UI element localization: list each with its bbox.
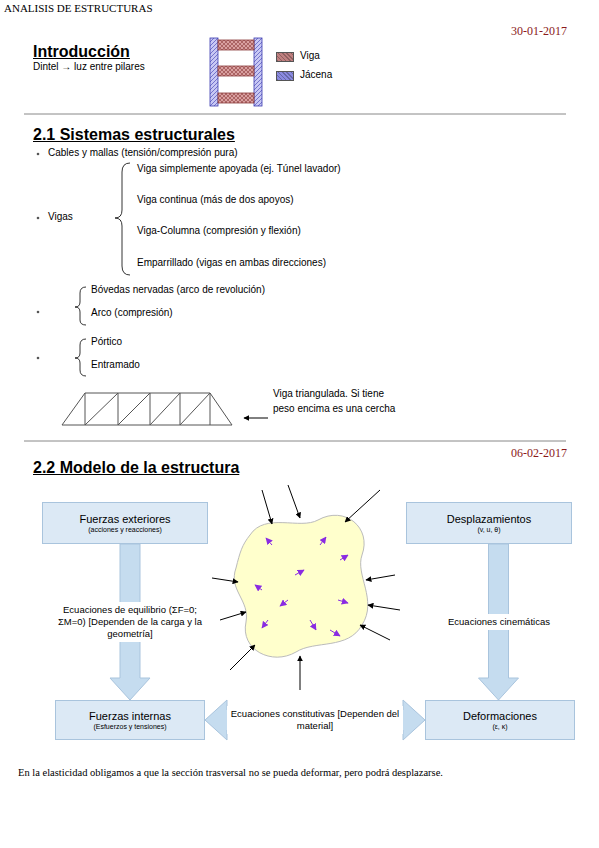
page-header: ANALISIS DE ESTRUCTURAS	[4, 2, 153, 16]
date: 06-02-2017	[511, 446, 567, 461]
bullets	[37, 153, 40, 360]
list-item: Cables y mallas (tensión/compresión pura…	[48, 147, 238, 160]
separator	[24, 441, 566, 442]
list-item: Viga-Columna (compresión y flexión)	[137, 225, 301, 238]
box-title: Fuerzas internas	[64, 710, 196, 722]
legend-text: Jácena	[300, 69, 332, 82]
date: 30-01-2017	[511, 24, 567, 39]
edge-label: Ecuaciones cinemáticas	[445, 614, 553, 630]
frame-illustration	[210, 38, 262, 106]
legend-swatch	[276, 71, 294, 81]
list-item: Viga simplemente apoyada (ej. Túnel lava…	[137, 163, 341, 176]
list-item: Emparrillado (vigas en ambas direcciones…	[137, 257, 326, 270]
section-heading: 2.2 Modelo de la estructura	[33, 458, 239, 478]
truss-drawing	[62, 393, 232, 425]
separator	[24, 114, 566, 115]
box-subtitle: (acciones y reacciones)	[51, 526, 199, 533]
truss-note: Viga triangulada. Si tiene peso encima e…	[273, 386, 401, 416]
legend-text: Viga	[300, 50, 320, 63]
process-box: Fuerzas internas(Esfuerzos y tensiones)	[55, 700, 205, 740]
edge-label: Ecuaciones de equilibrio (ΣF=0; ΣM=0) [D…	[52, 602, 208, 642]
list-item: Bóvedas nervadas (arco de revolución)	[91, 284, 265, 297]
list-item: Viga continua (más de dos apoyos)	[137, 194, 294, 207]
braces	[75, 163, 130, 376]
box-subtitle: (Esfuerzos y tensiones)	[64, 723, 196, 730]
list-item: Pórtico	[91, 336, 122, 349]
closing-note: En la elasticidad obligamos a que la sec…	[18, 766, 443, 779]
list-item: Entramado	[91, 359, 140, 372]
edge-label: Ecuaciones constitutivas [Dependen del m…	[227, 706, 403, 734]
process-box: Fuerzas exteriores(acciones y reacciones…	[42, 502, 208, 544]
box-subtitle: (ε, κ)	[434, 723, 566, 730]
block-arrow	[205, 700, 425, 740]
box-title: Desplazamientos	[415, 513, 563, 525]
box-subtitle: (v, u, θ)	[415, 526, 563, 533]
process-box: Deformaciones(ε, κ)	[425, 700, 575, 740]
box-title: Fuerzas exteriores	[51, 513, 199, 525]
list-item: Arco (compresión)	[91, 307, 173, 320]
process-box: Desplazamientos(v, u, θ)	[406, 502, 572, 544]
structure-body	[212, 485, 400, 690]
box-title: Deformaciones	[434, 710, 566, 722]
section-heading: Introducción	[33, 42, 130, 62]
note-text: Dintel → luz entre pilares	[33, 61, 145, 74]
section-heading: 2.1 Sistemas estructurales	[33, 125, 235, 145]
leader-arrow	[244, 418, 268, 419]
legend-swatch	[276, 52, 294, 62]
list-item: Vigas	[48, 211, 73, 224]
